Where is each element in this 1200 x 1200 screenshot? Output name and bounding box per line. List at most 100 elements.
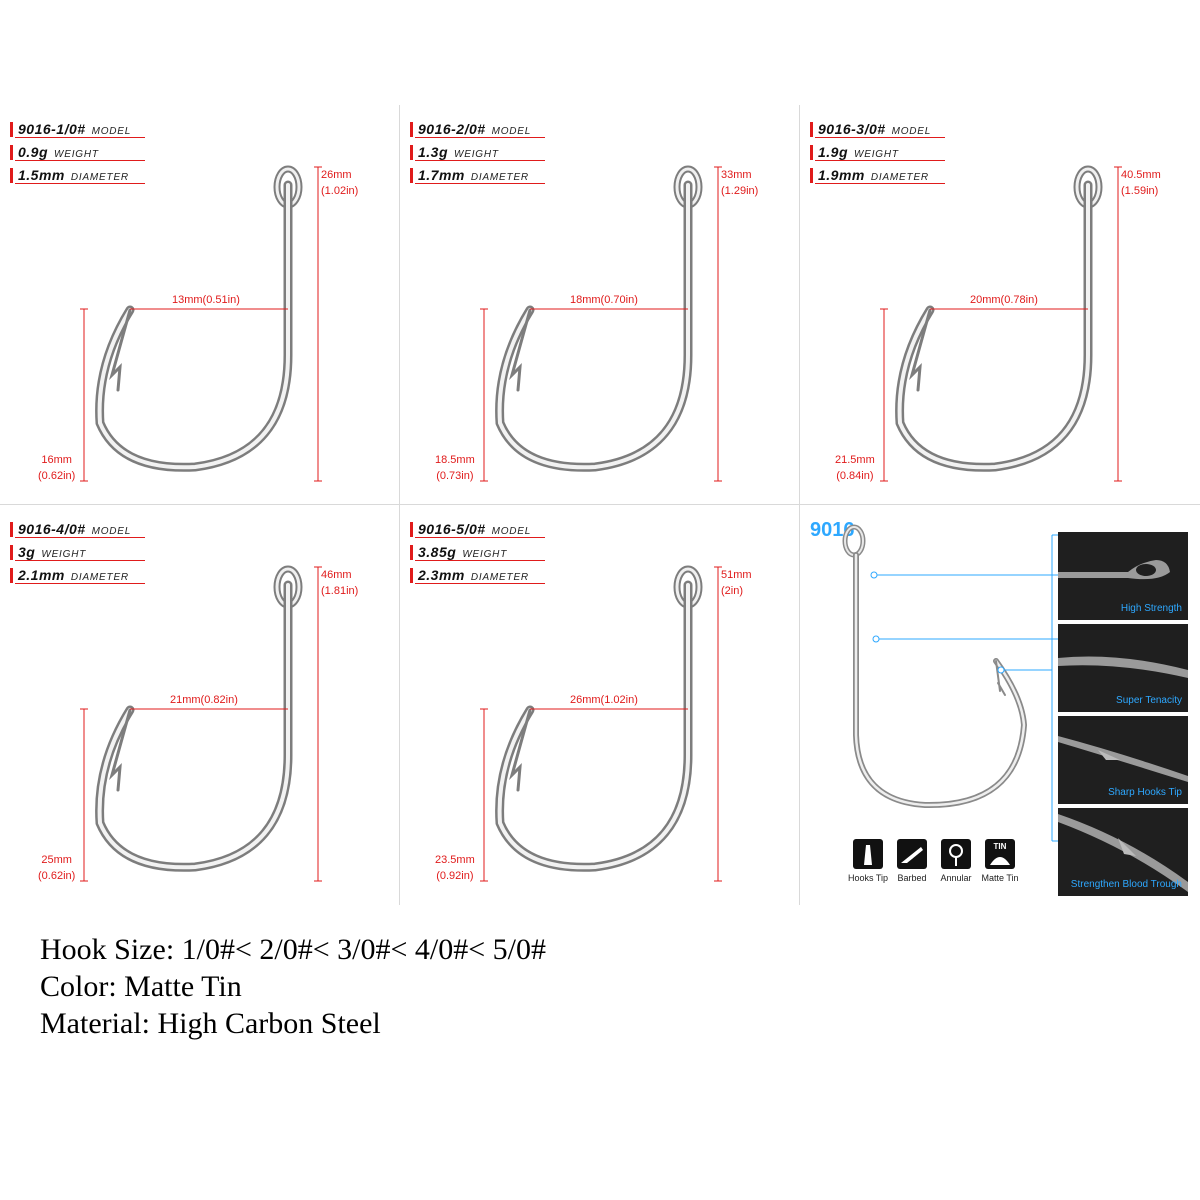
point-dimension: 25mm(0.62in) <box>38 854 76 882</box>
hook-body-highlight <box>97 183 290 470</box>
hook-shape <box>495 165 703 472</box>
model-row: 9016-4/0# MODEL <box>10 519 145 541</box>
hook-barb <box>109 308 132 392</box>
feature-icon-row: Hooks Tip Barbed Annular TIN Matte Tin <box>846 839 1026 889</box>
weight-label: WEIGHT <box>54 149 99 160</box>
diameter-value: 1.9mm <box>818 167 865 183</box>
length-dimension: 40.5mm(1.59in) <box>1121 169 1161 197</box>
diameter-value: 2.1mm <box>18 567 65 583</box>
gap-dimension: 20mm(0.78in) <box>970 294 1038 306</box>
model-value: 9016-5/0# <box>418 521 486 537</box>
diameter-label: DIAMETER <box>470 572 529 583</box>
model-value: 9016-1/0# <box>18 121 86 137</box>
annular-icon: Annular <box>934 839 978 883</box>
hook-tip-icon: Hooks Tip <box>846 839 890 883</box>
matte-tin-icon: TIN Matte Tin <box>978 839 1022 883</box>
model-value: 9016-3/0# <box>818 121 886 137</box>
length-dimension: 46mm(1.81in) <box>321 569 359 597</box>
hook-body-highlight <box>497 583 690 870</box>
model-row: 9016-2/0#MODEL <box>410 119 545 141</box>
weight-label: WEIGHT <box>854 149 899 160</box>
weight-value: 3g <box>18 544 36 560</box>
tin-badge: TIN <box>993 842 1007 851</box>
hook-body <box>495 180 693 472</box>
photo-caption: High Strength <box>1120 603 1182 614</box>
length-dimension: 51mm(2in) <box>721 569 752 597</box>
hook-shape <box>895 165 1103 472</box>
hook-illustration <box>480 565 722 882</box>
photo-caption: Super Tenacity <box>1116 695 1182 706</box>
hook-body <box>95 580 293 872</box>
model-label: MODEL <box>891 126 932 137</box>
gap-dimension: 13mm(0.51in) <box>172 294 240 306</box>
model-label: MODEL <box>491 526 532 537</box>
point-dimension: 21.5mm(0.84in) <box>835 454 875 482</box>
weight-value: 3.85g <box>418 544 457 560</box>
icon-label: Barbed <box>897 873 927 883</box>
icon-label: Matte Tin <box>981 873 1019 883</box>
hook-body <box>495 580 693 872</box>
gap-dimension: 21mm(0.82in) <box>170 694 238 706</box>
diameter-row: 2.1mm DIAMETER <box>10 565 145 587</box>
hook-shape <box>95 565 303 872</box>
dimension-lines <box>80 566 322 882</box>
weight-value: 1.9g <box>818 144 849 160</box>
color-text: Color: Matte Tin <box>40 970 242 1003</box>
diameter-value: 1.7mm <box>418 167 465 183</box>
point-dimension: 16mm(0.62in) <box>38 454 76 482</box>
photo-high-strength: High Strength <box>1058 532 1188 620</box>
hook-barb <box>509 708 532 792</box>
diameter-label: DIAMETER <box>70 572 129 583</box>
model-row: 9016-3/0# MODEL <box>810 119 945 141</box>
diameter-row: 1.5mm DIAMETER <box>10 165 145 187</box>
hook-shape <box>495 565 703 872</box>
point-dimension: 18.5mm(0.73in) <box>435 454 475 482</box>
hook-shape <box>95 165 303 472</box>
dimension-lines <box>880 166 1122 482</box>
hook-size-text: Hook Size: 1/0#< 2/0#< 3/0#< 4/0#< 5/0# <box>40 933 547 966</box>
model-row: 9016-1/0# MODEL <box>10 119 145 141</box>
photo-caption: Sharp Hooks Tip <box>1108 787 1182 798</box>
weight-row: 1.9g WEIGHT <box>810 142 945 164</box>
hook-barb <box>109 708 132 792</box>
model-label: MODEL <box>91 126 132 137</box>
hook-body <box>895 180 1093 472</box>
point-dimension: 23.5mm(0.92in) <box>435 854 475 882</box>
model-value: 9016-4/0# <box>18 521 86 537</box>
diameter-value: 1.5mm <box>18 167 65 183</box>
hook-illustration <box>480 165 722 482</box>
hook-illustration <box>80 565 322 882</box>
icon-label: Annular <box>940 873 972 883</box>
hook-body <box>95 180 293 472</box>
gap-dimension: 26mm(1.02in) <box>570 694 638 706</box>
dimension-lines <box>480 566 722 882</box>
hook-illustration <box>880 165 1122 482</box>
gap-dimension: 18mm(0.70in) <box>570 294 638 306</box>
photo-caption: Strengthen Blood Trough <box>1070 879 1182 890</box>
barbed-icon: Barbed <box>890 839 934 883</box>
dimension-lines <box>480 166 722 482</box>
hook-body-highlight <box>897 183 1090 470</box>
icon-label: Hooks Tip <box>847 873 889 883</box>
diameter-label: DIAMETER <box>70 172 129 183</box>
hook-body-highlight <box>97 583 290 870</box>
hook-illustration <box>80 165 322 482</box>
photo-super-tenacity: Super Tenacity <box>1058 624 1188 712</box>
feature-hook-illustration <box>842 524 1028 809</box>
photo-sharp-tip: Sharp Hooks Tip <box>1058 716 1188 804</box>
feature-panel: 9016 <box>800 505 1200 905</box>
model-label: MODEL <box>91 526 132 537</box>
diameter-value: 2.3mm <box>418 567 465 583</box>
hook-barb <box>909 308 932 392</box>
